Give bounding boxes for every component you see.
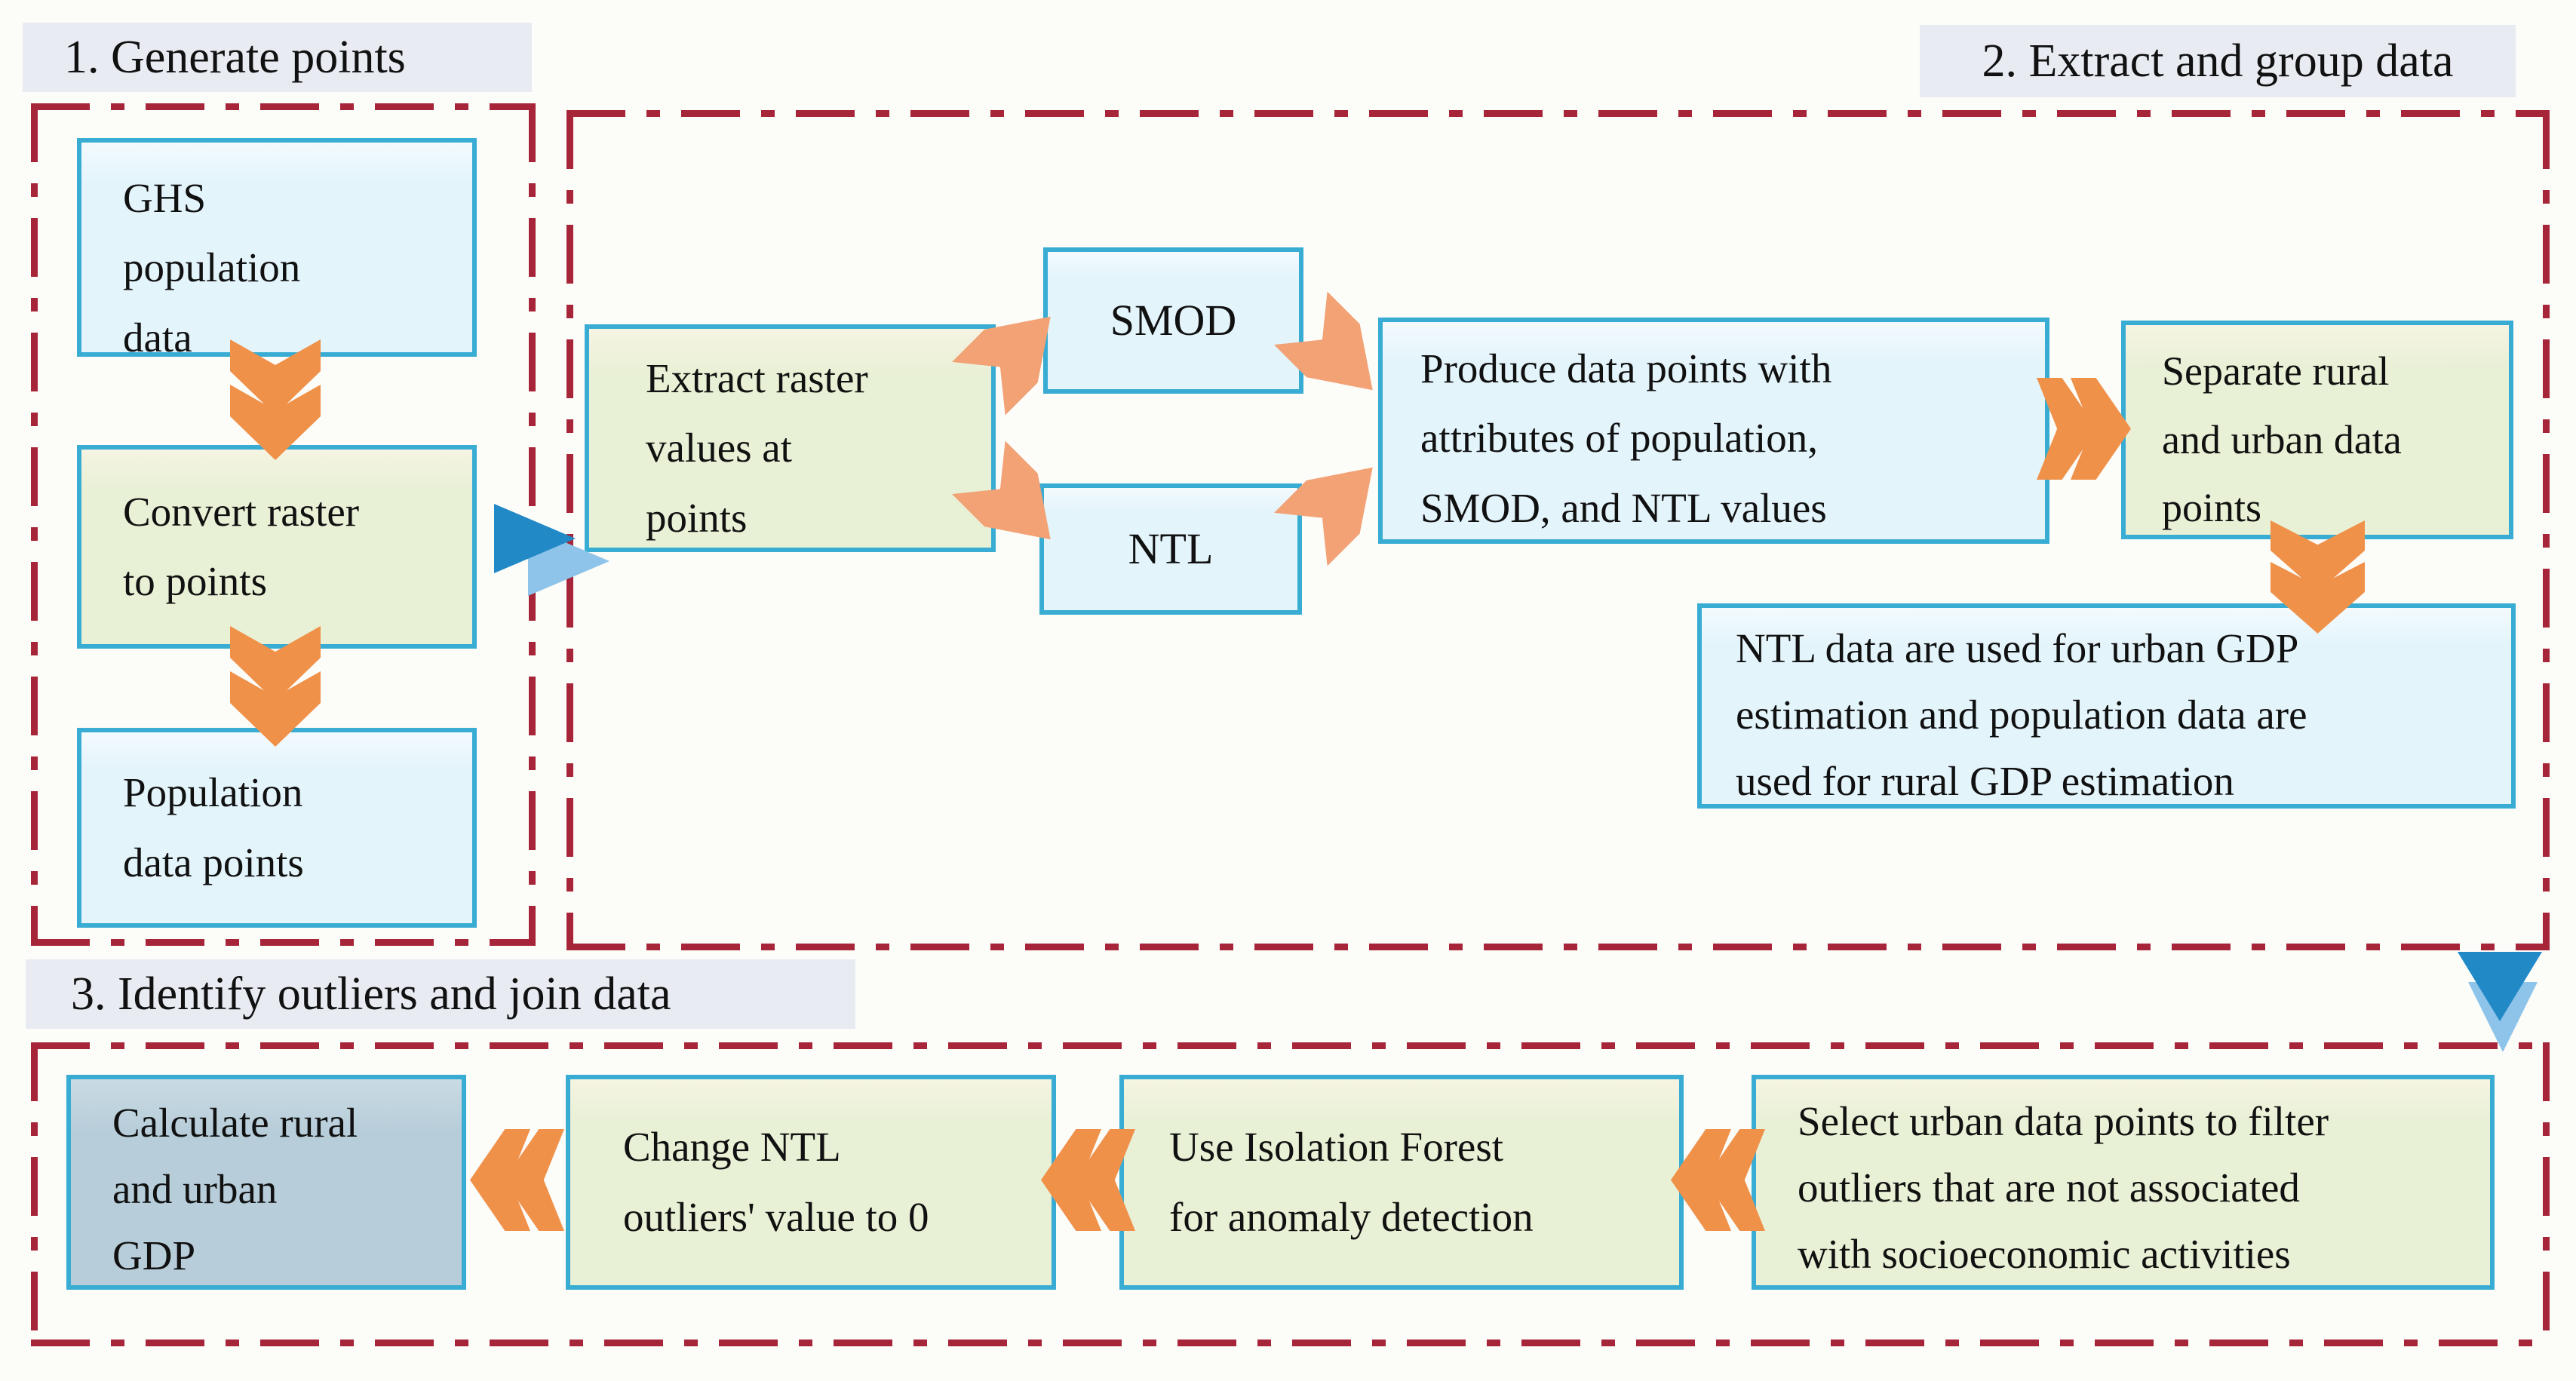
section-frame-identify-outliers [31, 1042, 2550, 1346]
node-text: GHS population data [123, 175, 301, 361]
node-produce-data-points: Produce data points with attributes of p… [1378, 318, 2049, 544]
section-label-identify-outliers: 3. Identify outliers and join data [26, 959, 855, 1029]
arrow-down-ghs-to-convert-icon [230, 339, 321, 460]
node-ghs-population-data: GHS population data [77, 138, 477, 361]
arrow-blue-right-section1-to-section2-icon [494, 504, 615, 598]
node-text: Change NTL outliers' value to 0 [623, 1124, 929, 1240]
section-label-extract-group-data: 2. Extract and group data [1920, 25, 2516, 97]
node-separate-rural-urban: Separate rural and urban data points [2121, 321, 2513, 539]
frame-edge [31, 1042, 2550, 1049]
node-isolation-forest: Use Isolation Forest for anomaly detecti… [1119, 1075, 1684, 1290]
frame-edge [566, 944, 2550, 950]
section-frame-extract-group-data [566, 110, 2550, 950]
frame-edge [31, 1340, 2550, 1346]
frame-edge [566, 110, 573, 950]
node-text: Select urban data points to filter outli… [1798, 1098, 2329, 1277]
node-text: NTL [1128, 524, 1214, 574]
arrow-right-produce-to-separate-icon [2037, 378, 2131, 480]
node-text: Calculate rural and urban GDP [112, 1100, 358, 1278]
node-population-data-points: Population data points [77, 728, 477, 928]
frame-edge [31, 1042, 38, 1346]
node-select-urban-points: Select urban data points to filter outli… [1752, 1075, 2495, 1290]
node-text: Convert raster to points [123, 488, 360, 604]
section-label-text: 2. Extract and group data [1982, 35, 2454, 87]
arrow-down-separate-to-ntl-usage-icon [2271, 520, 2365, 634]
node-text: Extract raster values at points [646, 355, 868, 541]
arrow-left-isolation-to-change-icon [1041, 1129, 1135, 1231]
node-text: Separate rural and urban data points [2162, 348, 2402, 531]
arrow-left-change-to-calculate-icon [470, 1129, 564, 1231]
frame-edge [31, 103, 536, 110]
node-change-ntl-outliers: Change NTL outliers' value to 0 [566, 1075, 1056, 1290]
node-text: Population data points [123, 769, 304, 885]
frame-edge [2543, 110, 2550, 950]
node-calculate-gdp: Calculate rural and urban GDP [66, 1075, 466, 1290]
frame-edge [2543, 1042, 2550, 1346]
node-text: NTL data are used for urban GDP estimati… [1736, 625, 2307, 804]
section-label-generate-points: 1. Generate points [23, 23, 532, 92]
arrow-blue-down-section2-to-section3-icon [2458, 952, 2548, 1054]
arrow-left-select-to-isolation-icon [1671, 1129, 1765, 1231]
section-label-text: 1. Generate points [64, 31, 406, 83]
node-text: Use Isolation Forest for anomaly detecti… [1169, 1124, 1534, 1240]
node-ntl: NTL [1039, 483, 1302, 615]
node-convert-raster-to-points: Convert raster to points [77, 445, 477, 649]
frame-edge [566, 110, 2550, 117]
node-smod: SMOD [1043, 247, 1303, 394]
node-text: SMOD [1110, 296, 1237, 345]
arrow-down-convert-to-population-icon [230, 626, 321, 747]
frame-edge [31, 939, 536, 946]
node-ntl-usage-note: NTL data are used for urban GDP estimati… [1697, 603, 2516, 809]
frame-edge [31, 103, 38, 946]
node-text: Produce data points with attributes of p… [1420, 345, 1832, 531]
node-extract-raster-values: Extract raster values at points [585, 324, 996, 552]
section-label-text: 3. Identify outliers and join data [71, 968, 671, 1020]
